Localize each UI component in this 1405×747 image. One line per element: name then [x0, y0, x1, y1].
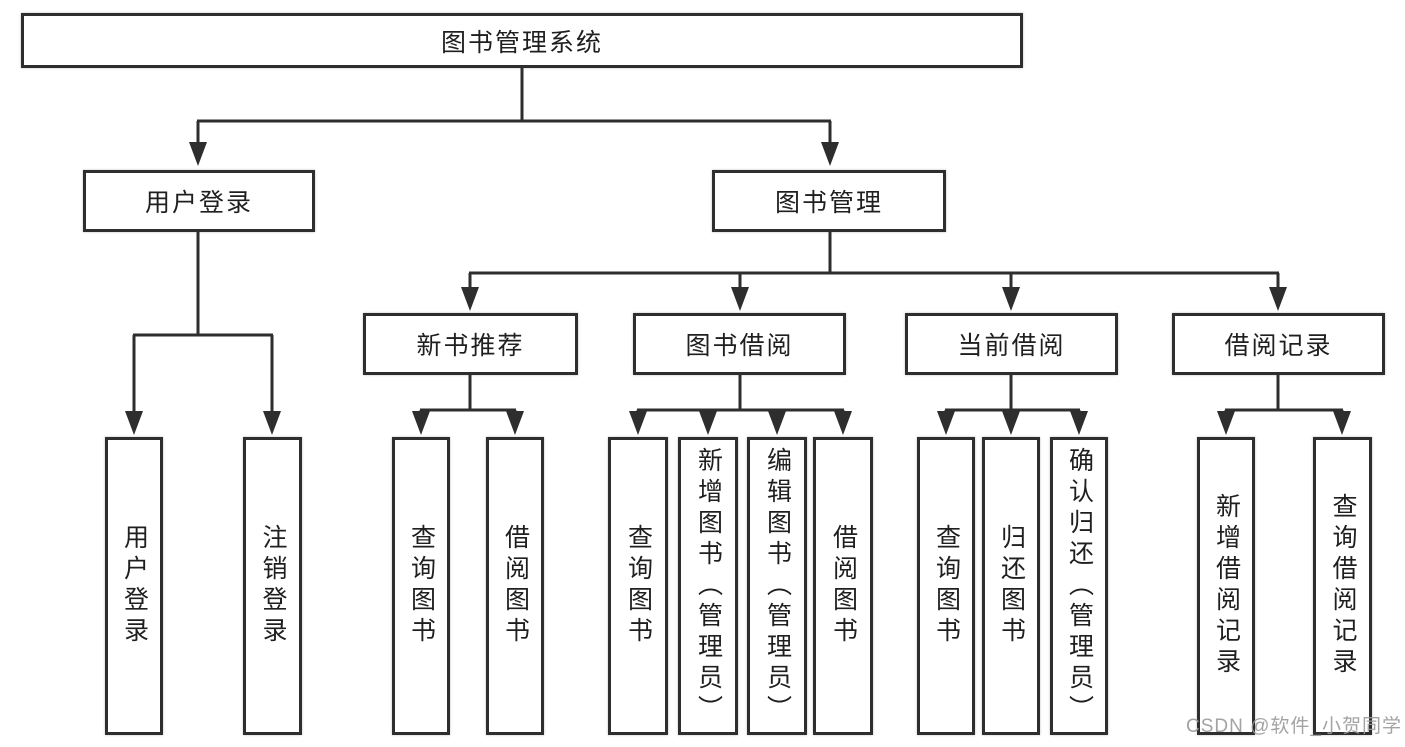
leaf-add-book-admin-label: 新增图书（管理员） — [694, 446, 723, 726]
leaf-borrow-books-recommend: 借阅图书 — [486, 437, 544, 735]
leaf-query-books-current: 查询图书 — [917, 437, 975, 735]
leaf-user-login-label: 用户登录 — [120, 524, 149, 648]
leaf-logout: 注销登录 — [243, 437, 302, 735]
node-borrow-records: 借阅记录 — [1172, 313, 1385, 375]
leaf-query-books-recommend: 查询图书 — [392, 437, 450, 735]
leaf-query-books-current-label: 查询图书 — [932, 524, 961, 648]
leaf-borrow-books-borrowing: 借阅图书 — [813, 437, 873, 735]
node-current-borrowing-label: 当前借阅 — [957, 332, 1066, 360]
leaf-return-book: 归还图书 — [982, 437, 1040, 735]
node-library-system: 图书管理系统 — [21, 13, 1023, 68]
leaf-return-book-label: 归还图书 — [997, 524, 1026, 648]
leaf-edit-book-admin: 编辑图书（管理员） — [747, 437, 807, 735]
node-user-login-label: 用户登录 — [144, 189, 253, 217]
node-current-borrowing: 当前借阅 — [905, 313, 1118, 375]
node-book-borrowing: 图书借阅 — [633, 313, 846, 375]
node-book-management: 图书管理 — [712, 170, 946, 232]
node-library-system-label: 图书管理系统 — [440, 28, 603, 57]
leaf-user-login: 用户登录 — [105, 437, 163, 735]
leaf-query-books-borrowing-label: 查询图书 — [624, 524, 653, 648]
node-user-login: 用户登录 — [83, 170, 315, 232]
leaf-add-book-admin: 新增图书（管理员） — [678, 437, 738, 735]
csdn-watermark: CSDN @软件_小贺同学 — [1186, 716, 1402, 737]
leaf-add-borrow-record-label: 新增借阅记录 — [1212, 493, 1241, 679]
leaf-borrow-books-recommend-label: 借阅图书 — [501, 524, 530, 648]
node-new-book-recommend-label: 新书推荐 — [416, 332, 525, 360]
leaf-query-borrow-record-label: 查询借阅记录 — [1329, 493, 1357, 679]
node-new-book-recommend: 新书推荐 — [363, 313, 578, 375]
node-book-management-label: 图书管理 — [774, 189, 883, 217]
leaf-confirm-return-admin: 确认归还（管理员） — [1050, 437, 1108, 735]
leaf-query-books-recommend-label: 查询图书 — [407, 524, 436, 648]
leaf-confirm-return-admin-label: 确认归还（管理员） — [1065, 446, 1094, 726]
leaf-edit-book-admin-label: 编辑图书（管理员） — [763, 446, 792, 726]
leaf-borrow-books-borrowing-label: 借阅图书 — [829, 524, 858, 648]
node-book-borrowing-label: 图书借阅 — [685, 332, 794, 360]
leaf-query-borrow-record: 查询借阅记录 — [1313, 437, 1372, 735]
node-borrow-records-label: 借阅记录 — [1224, 332, 1333, 360]
leaf-add-borrow-record: 新增借阅记录 — [1197, 437, 1255, 735]
leaf-logout-label: 注销登录 — [259, 524, 287, 648]
leaf-query-books-borrowing: 查询图书 — [608, 437, 668, 735]
